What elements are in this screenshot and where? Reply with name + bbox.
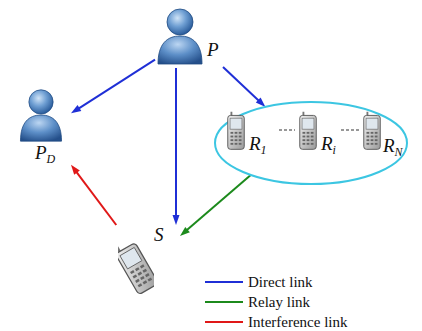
person-icon: [17, 87, 65, 143]
node-label: R1: [249, 134, 267, 154]
user-node: P: [155, 4, 223, 68]
phone-icon: [297, 110, 319, 152]
link-arrow: [173, 68, 180, 225]
phone-icon: [225, 110, 247, 152]
link-arrow: [180, 175, 251, 236]
node-label: S: [154, 225, 164, 245]
legend-text: Relay link: [248, 293, 310, 311]
node-label: P: [207, 40, 219, 60]
phone-icon: [118, 239, 154, 295]
phone-icon: [361, 110, 383, 152]
node-label: Ri: [321, 134, 336, 154]
person-icon: [155, 6, 205, 66]
relay-node: RN: [361, 110, 407, 158]
link-arrow: [71, 165, 116, 225]
legend-text: Direct link: [248, 273, 313, 291]
link-arrow: [71, 60, 155, 114]
relay-sample: [205, 301, 243, 303]
legend-samples: [205, 282, 243, 322]
node-label: RN: [383, 136, 403, 156]
relay-node: Ri: [297, 110, 345, 156]
interference-sample: [205, 321, 243, 323]
legend-text: Interference link: [248, 313, 348, 331]
relay-group: R1 Ri RN: [213, 100, 409, 186]
node-label: PD: [35, 143, 55, 163]
link-arrow: [223, 67, 265, 107]
direct-sample: [205, 281, 243, 283]
user-node: PD: [15, 87, 71, 173]
relay-node: R1: [225, 110, 273, 156]
device-node: S: [116, 225, 180, 295]
